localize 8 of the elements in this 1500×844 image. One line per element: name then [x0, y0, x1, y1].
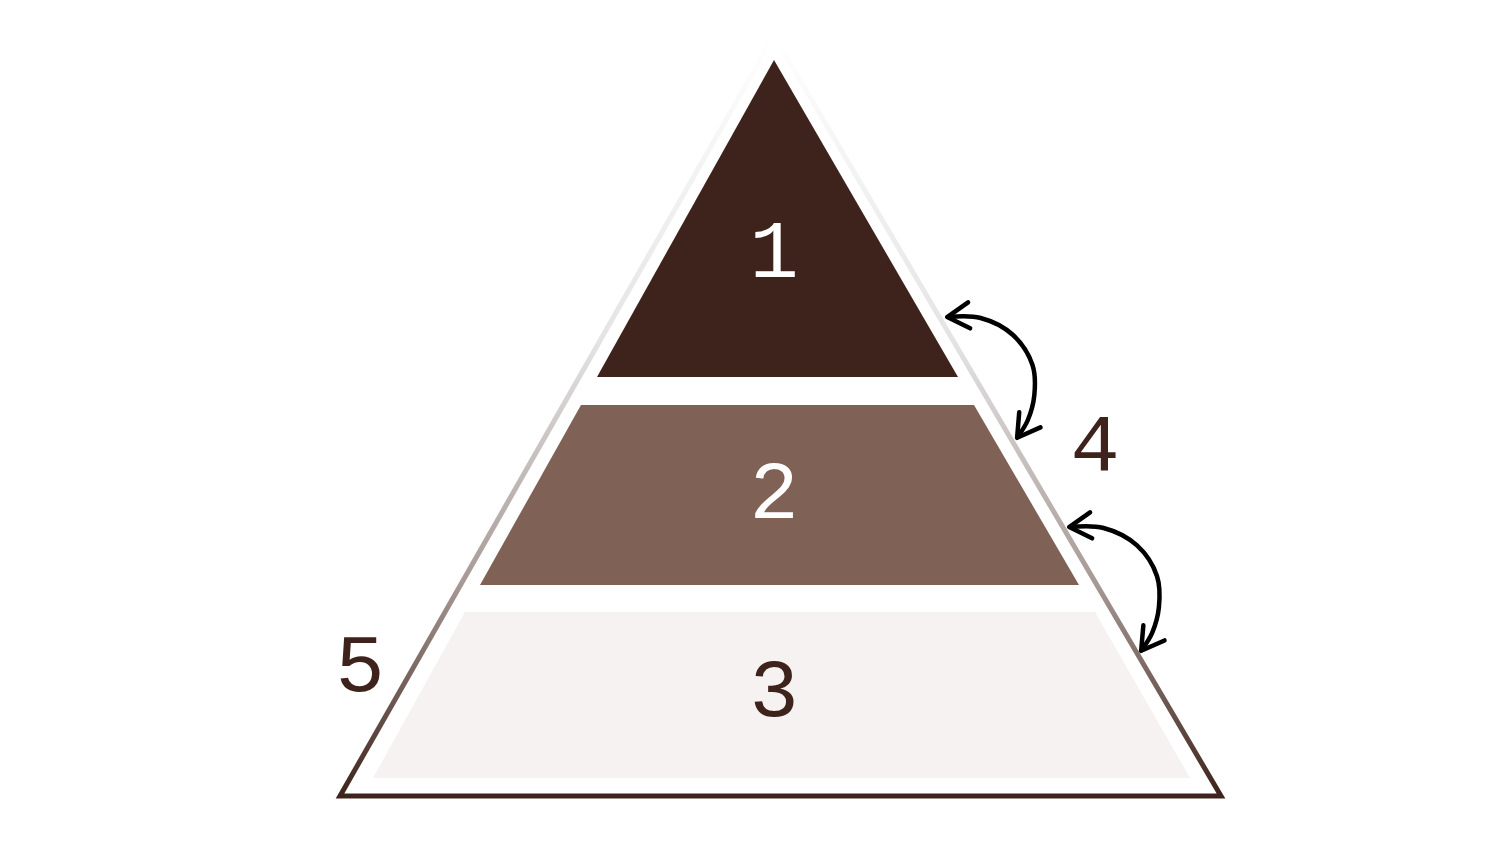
- callout-number: 5: [335, 629, 385, 711]
- curved-double-arrow: [944, 300, 1043, 441]
- curved-double-arrow: [1066, 510, 1167, 654]
- tier-number: 3: [749, 654, 799, 736]
- callout-number: 4: [1070, 409, 1120, 491]
- tier-number: 1: [749, 215, 799, 297]
- pyramid-tier: [597, 60, 958, 377]
- tier-number: 2: [749, 456, 799, 538]
